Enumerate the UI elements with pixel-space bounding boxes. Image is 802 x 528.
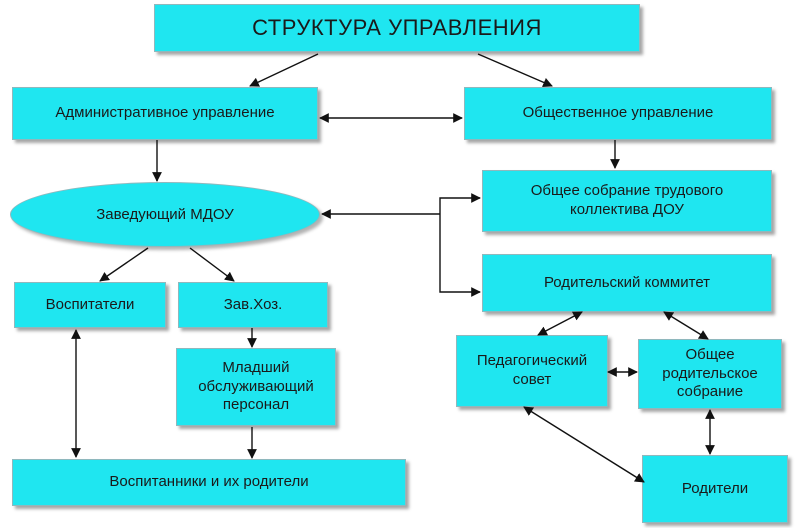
node-general-meeting: Общее собрание трудового коллектива ДОУ	[482, 170, 772, 232]
arrow-committee-council	[537, 311, 583, 336]
node-parent-committee: Родительский коммитет	[482, 254, 772, 312]
node-teachers: Воспитатели	[14, 282, 166, 328]
node-public-management: Общественное управление	[464, 87, 772, 140]
node-admin-management: Административное управление	[12, 87, 318, 140]
arrow-head-to-supply	[189, 247, 235, 282]
arrow-head-to-teachers	[99, 247, 149, 282]
node-junior-staff: Младший обслуживающий персонал	[176, 348, 336, 426]
node-supply-manager: Зав.Хоз.	[178, 282, 328, 328]
arrow-committee-meeting	[663, 311, 709, 340]
arrow-council-parents	[523, 406, 645, 483]
diagram-title: СТРУКТУРА УПРАВЛЕНИЯ	[154, 4, 640, 52]
node-parents: Родители	[642, 455, 788, 523]
arrow-title-to-public	[477, 53, 553, 87]
arrow-title-to-admin	[249, 53, 319, 87]
node-pupils-and-parents: Воспитанники и их родители	[12, 459, 406, 506]
node-head-mdou: Заведующий МДОУ	[10, 182, 320, 247]
node-parent-meeting: Общее родительское собрание	[638, 339, 782, 409]
connector-bracket	[439, 193, 481, 297]
